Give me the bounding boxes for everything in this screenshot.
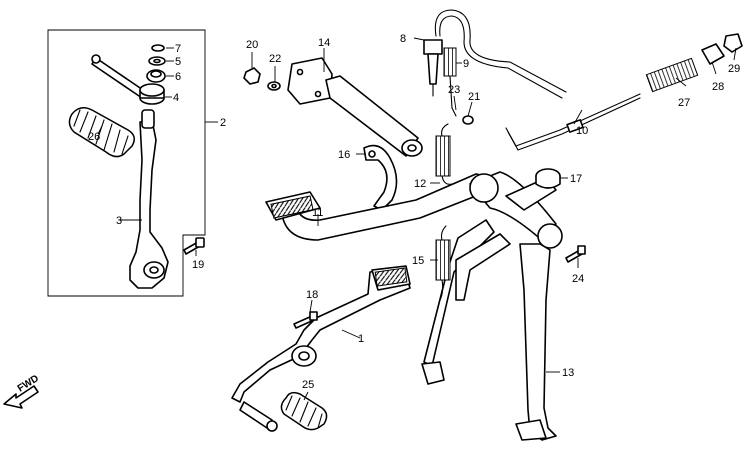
kick-pedal-arm-1 xyxy=(231,265,411,432)
forward-direction-arrow: FWD xyxy=(3,373,41,409)
cotter-pin-23 xyxy=(451,107,457,117)
stopper-bracket xyxy=(363,144,398,211)
brake-pedal xyxy=(265,173,487,241)
washer-7 xyxy=(151,44,165,52)
kick-grip-rubber xyxy=(68,107,135,158)
label-7: 7 xyxy=(175,43,181,55)
return-spring-12 xyxy=(435,123,453,185)
label-29: 29 xyxy=(728,63,740,75)
label-17: 17 xyxy=(570,173,582,185)
brake-rod-spring xyxy=(645,57,699,93)
label-1: 1 xyxy=(358,333,364,345)
washer-21 xyxy=(462,115,474,125)
bushing-4 xyxy=(139,83,165,105)
bolt-24 xyxy=(565,245,586,263)
label-20: 20 xyxy=(246,39,258,51)
callout-labels: 7 5 6 4 2 26 3 19 20 22 14 8 9 23 21 16 … xyxy=(88,33,740,391)
label-16: 16 xyxy=(338,149,350,161)
spring-washer-6 xyxy=(146,69,166,83)
brake-rod xyxy=(505,93,641,151)
bolt-18 xyxy=(293,311,318,329)
kick-pivot-bolt xyxy=(91,54,147,99)
label-5: 5 xyxy=(175,56,181,68)
brake-pedal-pivot-shaft xyxy=(287,57,423,157)
label-9: 9 xyxy=(463,58,469,70)
bolt-19 xyxy=(183,237,205,255)
label-21: 21 xyxy=(468,91,480,103)
leader-lines xyxy=(97,37,737,401)
adjusting-nut-29 xyxy=(723,33,743,53)
label-23: 23 xyxy=(448,84,460,96)
label-14: 14 xyxy=(318,37,330,49)
label-26: 26 xyxy=(88,131,100,143)
label-8: 8 xyxy=(400,33,406,45)
joint-28 xyxy=(701,43,725,65)
label-24: 24 xyxy=(572,273,584,285)
label-27: 27 xyxy=(678,97,690,109)
label-11: 11 xyxy=(312,207,323,219)
kick-starter-arm xyxy=(129,109,169,289)
stand-stopper-rubber xyxy=(535,168,561,189)
label-19: 19 xyxy=(192,259,204,271)
label-18: 18 xyxy=(306,289,318,301)
main-stand xyxy=(421,171,563,441)
label-22: 22 xyxy=(269,53,281,65)
label-4: 4 xyxy=(173,92,179,104)
label-25: 25 xyxy=(302,379,314,391)
label-13: 13 xyxy=(562,367,574,379)
label-10: 10 xyxy=(576,125,588,137)
label-28: 28 xyxy=(712,81,724,93)
label-2: 2 xyxy=(220,117,226,129)
label-12: 12 xyxy=(414,178,426,190)
kick-pedal-grip-25 xyxy=(280,391,328,431)
washer-22 xyxy=(267,81,281,91)
kick-starter-group-box xyxy=(47,29,218,297)
washer-5 xyxy=(148,56,166,66)
label-3: 3 xyxy=(116,215,122,227)
stop-switch-cable xyxy=(423,9,567,99)
label-15: 15 xyxy=(412,255,424,267)
stop-switch-spring xyxy=(443,47,457,109)
nut-20 xyxy=(243,67,261,85)
label-6: 6 xyxy=(175,71,181,83)
